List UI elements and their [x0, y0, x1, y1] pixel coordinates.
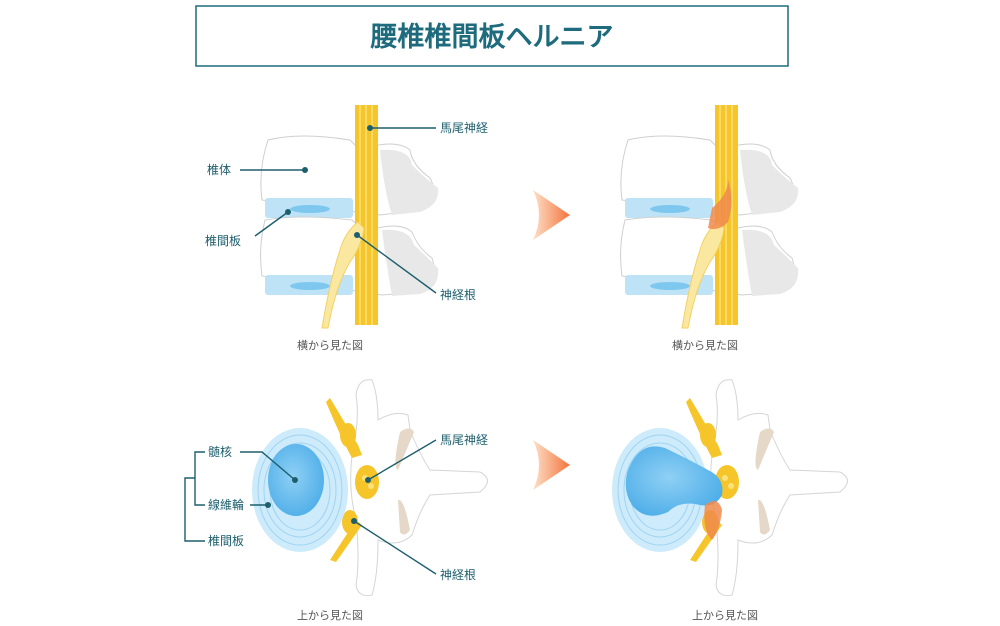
nucleus-hernia — [625, 446, 723, 516]
label-annulus: 線維輪 — [208, 497, 244, 512]
title-box — [195, 5, 789, 67]
label-nerve-root: 神経根 — [440, 288, 476, 302]
label-nucleus: 髄核 — [208, 444, 232, 459]
caption-top-normal: 上から見た図 — [297, 609, 363, 622]
caption-top-hernia: 上から見た図 — [692, 609, 758, 622]
top-leaders — [184, 439, 437, 575]
label-cauda-equina: 馬尾神経 — [440, 121, 488, 135]
arrow-icon — [533, 190, 570, 240]
side-view-hernia — [619, 104, 799, 329]
herniation-top — [704, 501, 722, 540]
caption-side-hernia: 横から見た図 — [672, 338, 738, 352]
label-nerve-root-top: 神経根 — [440, 568, 476, 582]
herniation-side — [708, 180, 732, 230]
side-leaders — [240, 125, 437, 294]
label-disc-top: 椎間板 — [208, 533, 244, 548]
label-disc: 椎間板 — [205, 233, 241, 248]
page-title: 腰椎椎間板ヘルニア — [370, 22, 614, 53]
label-cauda-equina-top: 馬尾神経 — [440, 433, 488, 447]
side-view-normal — [259, 104, 439, 329]
caption-side-normal: 横から見た図 — [297, 338, 363, 352]
label-vertebral-body: 椎体 — [207, 162, 231, 177]
arrow-icon — [533, 440, 570, 490]
